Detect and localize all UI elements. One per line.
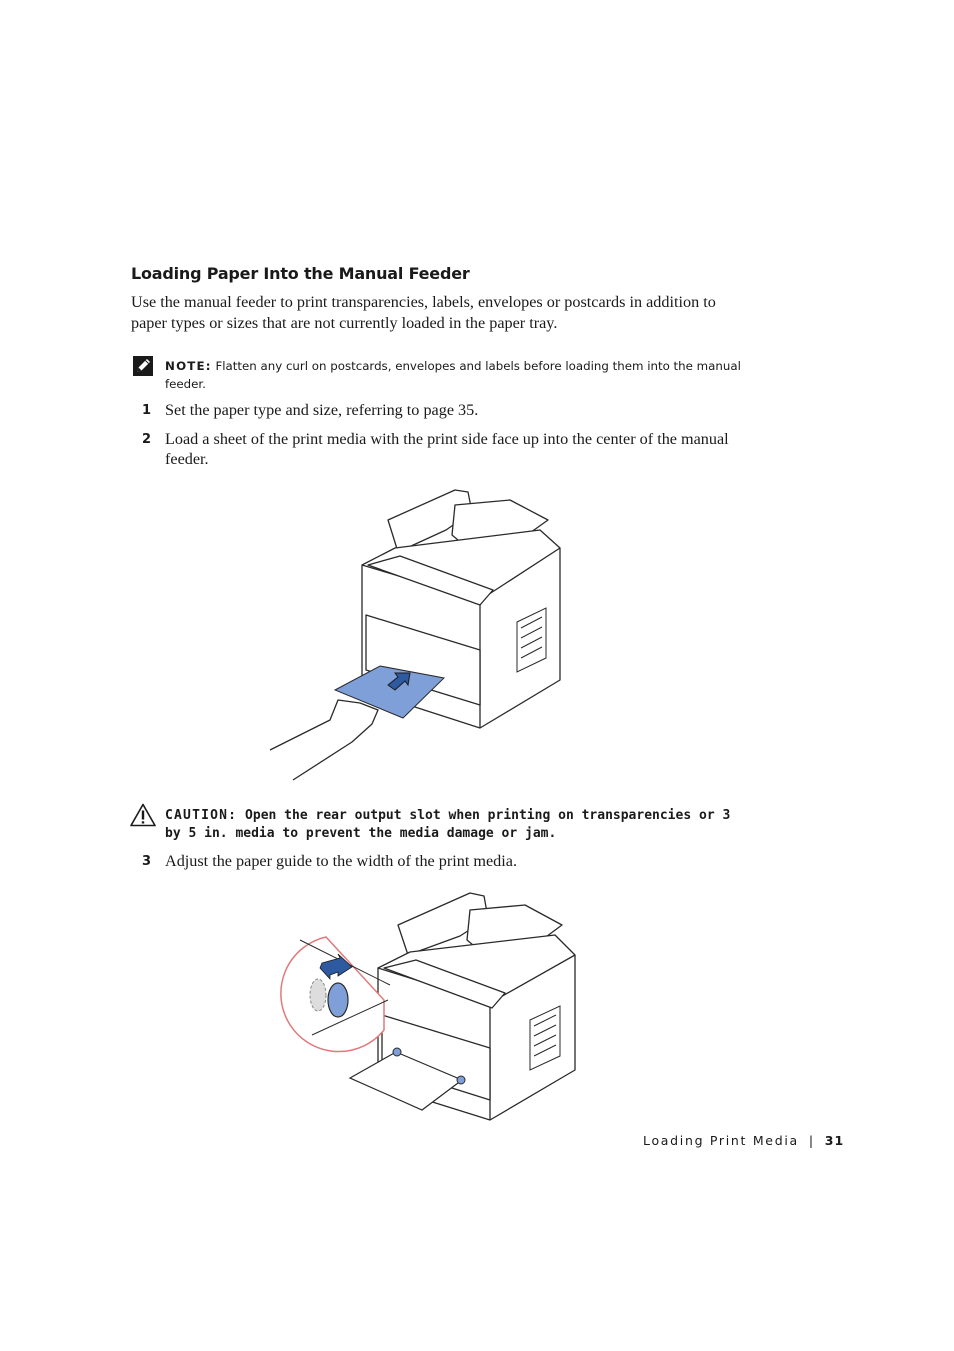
page-footer: Loading Print Media | 31 (643, 1133, 844, 1148)
intro-paragraph: Use the manual feeder to print transpare… (131, 293, 716, 332)
page-number: 31 (824, 1133, 845, 1148)
footer-separator: | (808, 1133, 815, 1148)
step-text: Adjust the paper guide to the width of t… (165, 852, 517, 870)
footer-section-title: Loading Print Media (643, 1133, 799, 1148)
step-text: Set the paper type and size, referring t… (165, 401, 479, 419)
note-text: Flatten any curl on postcards, envelopes… (165, 359, 741, 391)
note-label: NOTE: (165, 359, 212, 373)
caution-callout: CAUTION: Open the rear output slot when … (165, 807, 735, 843)
section-heading: Loading Paper Into the Manual Feeder (131, 264, 470, 283)
step-number: 1 (141, 403, 151, 418)
printer-loading-illustration (269, 489, 561, 781)
caution-label: CAUTION: (165, 808, 238, 823)
note-pencil-icon (133, 356, 153, 376)
step-text: Load a sheet of the print media with the… (165, 430, 729, 468)
caution-text: Open the rear output slot when printing … (165, 808, 731, 841)
step-number: 3 (141, 854, 151, 869)
warning-triangle-icon (130, 803, 156, 827)
step-number: 2 (141, 432, 151, 447)
paper-guide-illustration (280, 892, 576, 1121)
note-callout: NOTE: Flatten any curl on postcards, env… (165, 357, 745, 393)
